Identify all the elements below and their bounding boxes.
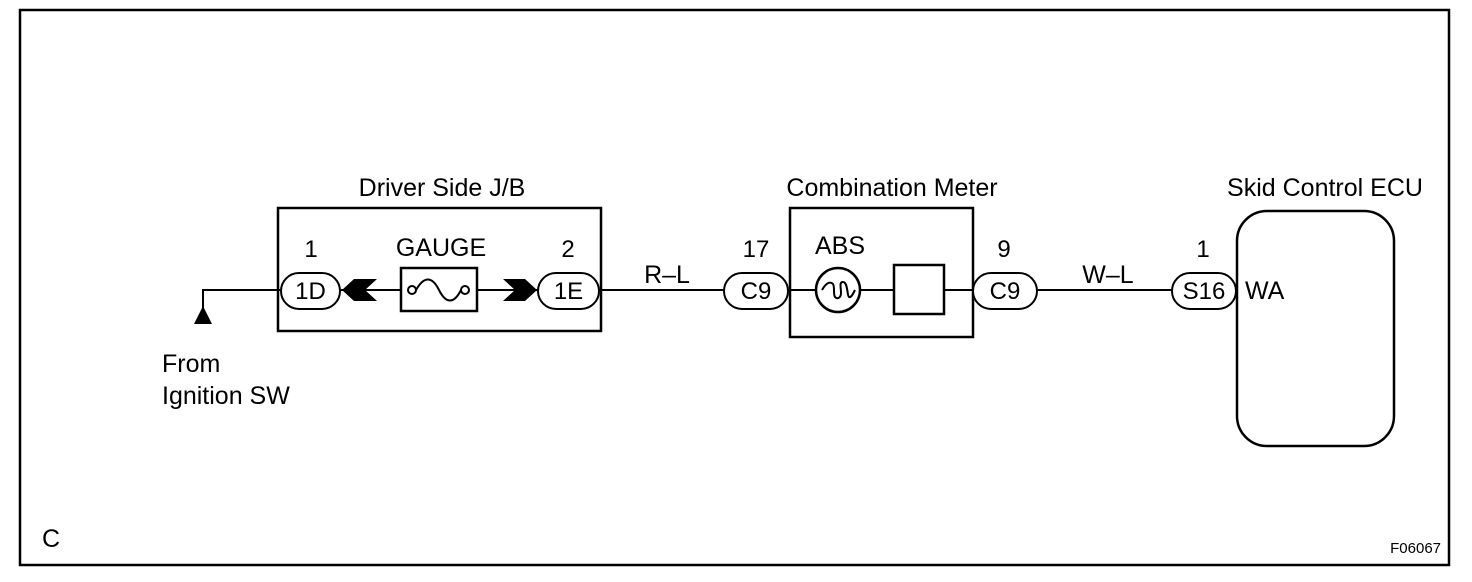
ignition-feed-wire [202, 289, 280, 312]
abs-warning-lamp-icon [814, 266, 862, 314]
jb-out-pin-number: 2 [561, 236, 574, 263]
skid-control-ecu-box [1235, 209, 1396, 448]
skid-control-ecu: Skid Control ECU 1 S16 WA [1171, 174, 1423, 448]
diagram-frame [18, 8, 1451, 567]
meter-out-connector-label: C9 [990, 278, 1021, 305]
fuse-label: GAUGE [396, 234, 486, 262]
combination-meter-box [788, 206, 975, 339]
junction-block-box [276, 206, 603, 333]
junction-block-title: Driver Side J/B [359, 174, 526, 202]
jb-in-pin-number: 1 [304, 236, 317, 263]
wire-r-l-color-code: R–L [644, 261, 690, 289]
wire-w-l-color-code: W–L [1082, 261, 1134, 289]
combination-meter-title: Combination Meter [786, 174, 997, 202]
fuse-icon [407, 278, 470, 302]
source-label-line1: From [162, 350, 220, 378]
corner-letter: C [42, 525, 60, 553]
ecu-connector-label: S16 [1183, 278, 1226, 305]
source-label-line2: Ignition SW [162, 382, 290, 410]
ecu-connector [1171, 272, 1237, 310]
meter-in-connector-label: C9 [741, 278, 772, 305]
abs-lamp-label: ABS [815, 232, 865, 260]
figure-id: F06067 [1390, 540, 1441, 557]
combination-meter: Combination Meter 17 C9 ABS 9 C9 [723, 174, 1038, 339]
meter-out-pin-number: 9 [997, 236, 1010, 263]
jb-in-connector-label: 1D [295, 278, 326, 305]
male-terminal-icon [503, 279, 537, 301]
junction-block: Driver Side J/B 1 1D GAUGE 2 1E [276, 174, 603, 333]
ecu-pin-number: 1 [1196, 236, 1209, 263]
jb-out-connector-label: 1E [554, 278, 583, 305]
arrow-up-icon [194, 306, 212, 324]
skid-control-ecu-title: Skid Control ECU [1227, 174, 1423, 202]
meter-in-pin-number: 17 [743, 236, 770, 263]
meter-circuit-block [892, 263, 946, 316]
ecu-terminal-label: WA [1245, 277, 1285, 305]
